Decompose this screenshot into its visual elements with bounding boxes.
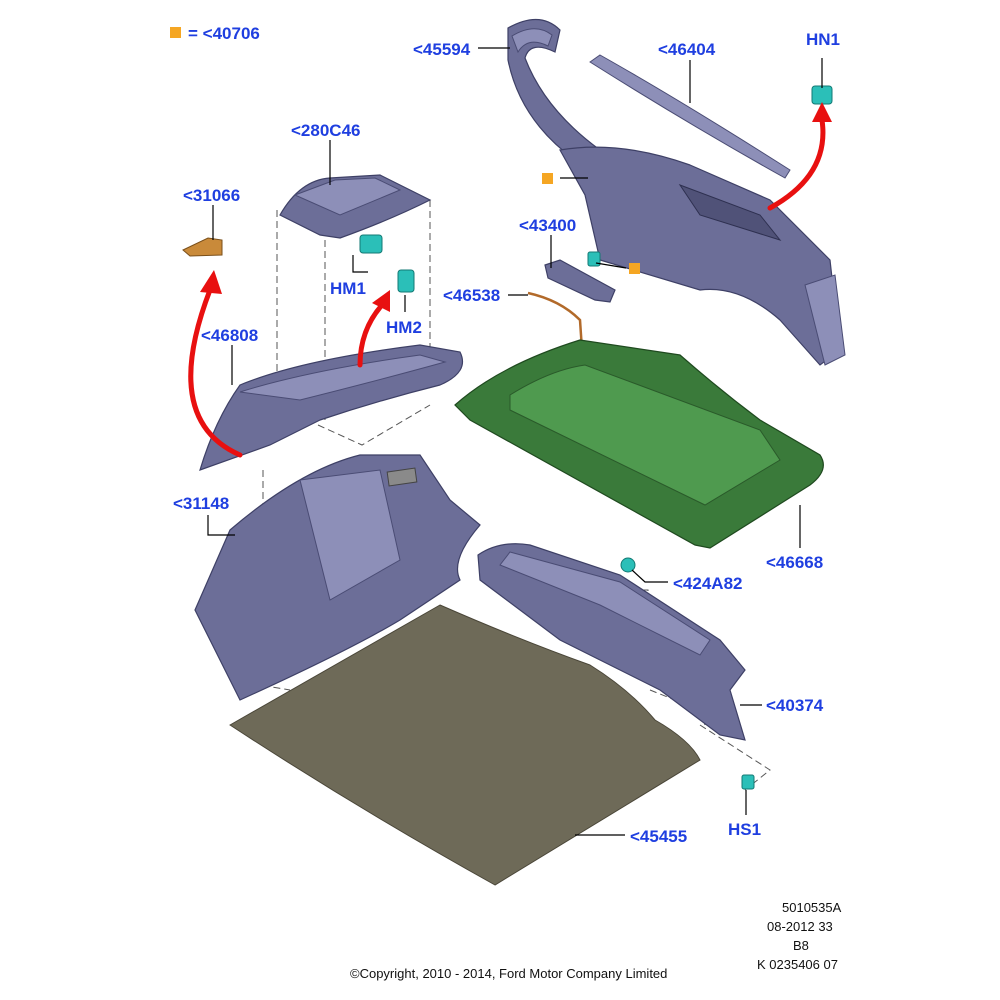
liftgate-handle-43400 (544, 259, 616, 303)
label-hm1: HM1 (330, 279, 366, 298)
label-45455: <45455 (630, 827, 687, 846)
direction-arrows (188, 102, 832, 458)
clip-hm2 (397, 269, 415, 293)
liftgate-upper-trim-edge (511, 28, 553, 54)
footer-ref-3: B8 (793, 938, 809, 953)
liftgate-trim-recess (678, 183, 782, 241)
label-31066: <31066 (183, 186, 240, 205)
footer-ref-1: 5010535A (782, 900, 842, 915)
leader-lines (207, 47, 823, 836)
label-43400: <43400 (519, 216, 576, 235)
orange-marker-liftgate (542, 173, 553, 184)
label-31148: <31148 (173, 494, 229, 513)
orange-marker-handle (629, 263, 640, 274)
label-45594: <45594 (413, 40, 471, 59)
cable-46538 (527, 291, 584, 351)
quarter-trim-31148-face (299, 469, 401, 601)
label-hs1: HS1 (728, 820, 761, 839)
scuff-plate-40374-top (499, 551, 711, 656)
footer-ref-4: K 0235406 07 (757, 957, 838, 972)
handle-clip-a (587, 251, 601, 267)
label-46538: <46538 (443, 286, 500, 305)
floor-mat-45455 (229, 604, 701, 886)
liftgate-trim-panel (559, 146, 841, 366)
label-280c46: <280C46 (291, 121, 360, 140)
c-pillar-trim-280c46-top (293, 177, 402, 216)
label-46808: <46808 (201, 326, 258, 345)
bracket-31066 (182, 237, 223, 257)
liftgate-trim-right (804, 274, 846, 366)
clip-hn1 (811, 85, 833, 105)
label-40374: <40374 (766, 696, 824, 715)
footer-ref-2: 08-2012 33 (767, 919, 833, 934)
clip-hs1 (741, 774, 755, 790)
liftgate-side-trim-46404 (589, 54, 791, 179)
quarter-trim-vent (386, 467, 418, 487)
quarter-upper-trim-46808-highlight (239, 354, 447, 401)
label-hm2: HM2 (386, 318, 422, 337)
legend-swatch (170, 27, 181, 38)
label-424a82: <424A82 (673, 574, 742, 593)
quarter-upper-trim-46808 (199, 344, 464, 471)
footer-copyright: ©Copyright, 2010 - 2014, Ford Motor Comp… (350, 966, 667, 981)
clip-hm1 (359, 234, 383, 254)
scuff-plate-40374 (477, 543, 746, 741)
label-hn1: HN1 (806, 30, 840, 49)
load-floor-cover-46668-inset (509, 364, 781, 506)
label-46668: <46668 (766, 553, 823, 572)
legend-text: = <40706 (188, 24, 260, 43)
clip-424a82 (620, 557, 636, 573)
label-46404: <46404 (658, 40, 716, 59)
